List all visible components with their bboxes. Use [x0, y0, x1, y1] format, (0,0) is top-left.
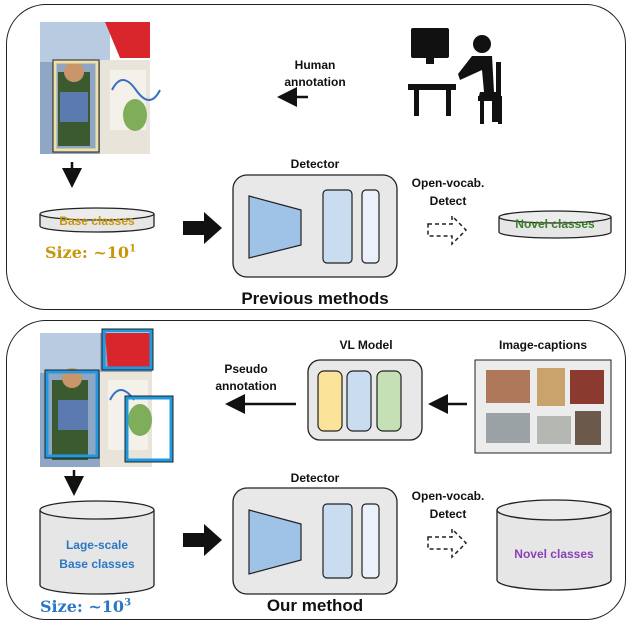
open-vocab-label-top: Open-vocab.Detect [411, 176, 485, 208]
stop-sign-icon [105, 22, 150, 58]
novel-classes-label-bottom: Novel classes [514, 547, 594, 561]
detector-box-top [232, 174, 398, 278]
detector-label-top: Detector [290, 157, 340, 171]
section-title-our-method: Our method [266, 596, 364, 615]
section-title-previous: Previous methods [241, 289, 389, 308]
image-captions-collage [474, 359, 612, 454]
vl-model-label: VL Model [339, 338, 393, 352]
vl-model-box [307, 359, 423, 441]
base-classes-label-top: Base classes [59, 214, 135, 228]
bbox-person-bottom [45, 370, 99, 458]
novel-classes-cylinder-top [498, 210, 612, 239]
arrow-base-to-detector-top [183, 212, 222, 244]
image-captions-label: Image-captions [498, 338, 588, 352]
novel-classes-label-top: Novel classes [515, 217, 595, 231]
bbox-stop-bottom [102, 329, 153, 370]
open-vocab-label-bottom: Open-vocab.Detect [411, 489, 485, 521]
dashed-arrow-bottom [427, 527, 468, 559]
detector-box-bottom [232, 487, 398, 595]
size-label-top: Size: ~101 [45, 243, 137, 262]
person-at-desk-icon [408, 28, 502, 124]
size-label-bottom: Size: ~103 [40, 597, 132, 616]
base-classes-cylinder-bottom [39, 500, 155, 595]
base-classes-cylinder-top [39, 207, 155, 233]
bbox-frog-bottom [125, 396, 173, 462]
sample-photo-top [40, 22, 161, 154]
dashed-arrow-top [427, 214, 468, 246]
novel-classes-cylinder-bottom [496, 499, 612, 591]
arrow-base-to-detector-bottom [183, 524, 222, 556]
detector-label-bottom: Detector [290, 471, 340, 485]
bbox-top [53, 60, 99, 152]
